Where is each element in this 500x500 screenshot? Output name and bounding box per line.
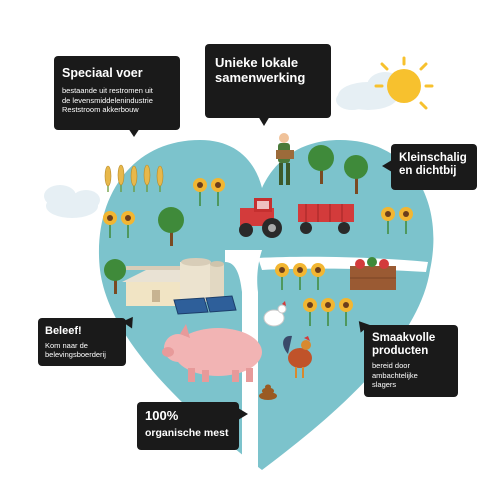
bubble-text-line: slagers (372, 380, 397, 390)
tractor-icon (239, 198, 282, 238)
bubble-title-line: Smaakvolle (372, 332, 436, 344)
bubble-text-line: Reststroom akkerbouw (62, 105, 139, 115)
manure-icon (259, 384, 277, 400)
bubble-title-line: producten (372, 345, 429, 358)
bubble-title: Speciaal voer (62, 66, 143, 80)
speech-bubble-organische-mest: 100% organische mest (137, 402, 239, 450)
speech-bubble-smaakvolle-producten: Smaakvolle producten bereid door ambacht… (364, 325, 458, 397)
vegetable-crate-icon (350, 257, 396, 290)
barn-icon (122, 258, 224, 306)
bubble-text: bestaande uit restromen uit de levensmid… (62, 86, 172, 114)
trailer-icon (298, 204, 354, 234)
rooster-icon (283, 335, 312, 378)
bubble-title-line: Kleinschalig (399, 152, 467, 164)
tree-icon (308, 145, 334, 184)
bubble-title-line: 100% (145, 408, 179, 423)
bubble-tail (258, 116, 270, 126)
tree-icon (158, 207, 184, 246)
tree-icon (104, 259, 126, 294)
bubble-text-line: belevingsboerderij (45, 350, 106, 360)
chicken-icon (263, 301, 287, 327)
sun-icon (374, 56, 434, 110)
bubble-title-line: organische mest (145, 426, 229, 439)
solar-panel-icon (173, 295, 237, 315)
tree-icon (344, 155, 368, 194)
bubble-text-line: bereid door (372, 361, 410, 371)
cloud-icon (44, 185, 100, 218)
speech-bubble-kleinschalig: Kleinschalig en dichtbij (391, 144, 477, 190)
speech-bubble-beleef: Beleef! Kom naar de belevingsboerderij (38, 318, 126, 366)
farmer-icon (276, 133, 294, 185)
wheat-field (104, 164, 164, 192)
bubble-title: Beleef! (45, 325, 82, 337)
bubble-title-line: Unieke lokale (215, 55, 299, 70)
bubble-tail (238, 408, 248, 420)
sunflower-group (103, 178, 413, 326)
bubble-tail (128, 128, 140, 137)
bubble-text: Kom naar de belevingsboerderij (45, 341, 119, 360)
bubble-tail (382, 160, 392, 172)
bubble-title-line: samenwerking (215, 69, 306, 85)
bubble-text-line: de levensmiddelenindustrie (62, 95, 153, 105)
bubble-text-line: bestaande uit restromen uit (62, 86, 153, 96)
pig-icon (162, 324, 262, 382)
bubble-title-line: en dichtbij (399, 165, 457, 178)
bubble-text-line: Kom naar de (45, 340, 88, 350)
speech-bubble-speciaal-voer: Speciaal voer bestaande uit restromen ui… (54, 56, 180, 130)
speech-bubble-unieke-samenwerking: Unieke lokale samenwerking (205, 44, 331, 118)
bubble-text: bereid door ambachtelijke slagers (372, 361, 450, 389)
bubble-text-line: ambachtelijke (372, 370, 418, 380)
